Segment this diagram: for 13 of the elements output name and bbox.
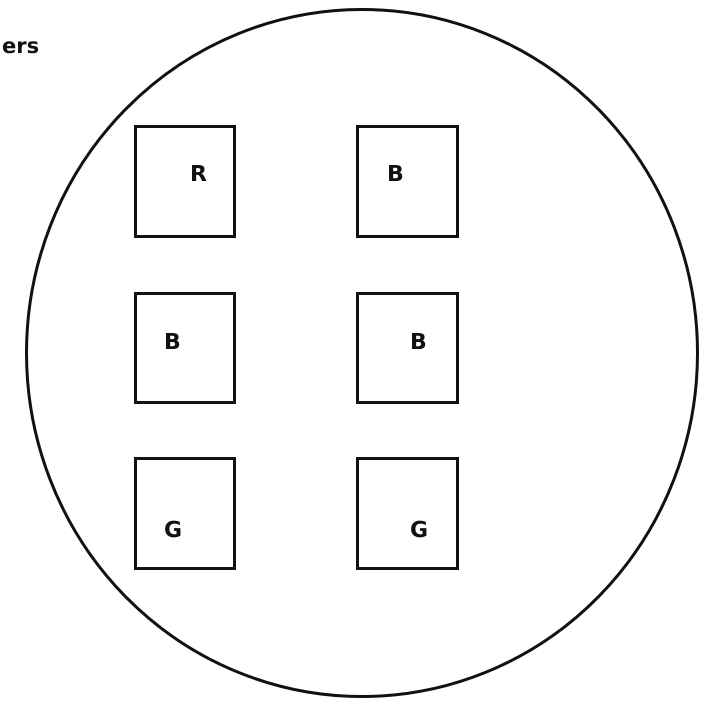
letter-box	[134, 292, 236, 404]
box-letter: B	[164, 332, 181, 354]
box-letter: B	[387, 164, 404, 186]
letter-box	[356, 125, 459, 238]
letter-box	[134, 457, 236, 570]
heading-fragment: ers	[2, 34, 40, 58]
letter-box	[356, 457, 459, 570]
box-letter: R	[190, 164, 207, 186]
letter-box	[134, 125, 236, 238]
box-letter: B	[410, 332, 427, 354]
box-letter: G	[164, 520, 182, 542]
box-letter: G	[410, 520, 428, 542]
letter-box	[356, 292, 459, 404]
